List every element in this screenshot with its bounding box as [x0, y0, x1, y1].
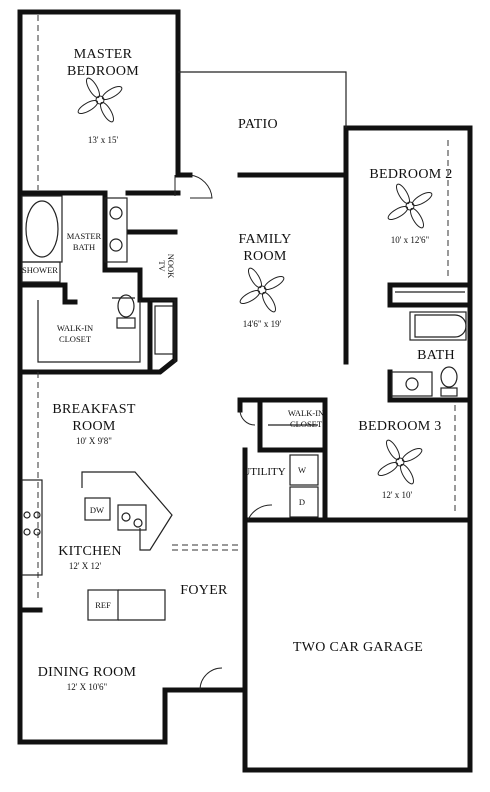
ceiling-fan-icon [377, 439, 423, 485]
refrigerator-label: REF [95, 600, 111, 610]
bedroom2-label: BEDROOM 2 [369, 167, 452, 182]
ceiling-fan-icon [239, 267, 285, 313]
breakfast-room-dims: 10' X 9'8" [76, 436, 112, 446]
family-room-label: FAMILY [238, 232, 291, 247]
dashed-lines [37, 15, 456, 600]
dishwasher-label: DW [90, 505, 104, 515]
ceiling-fan-icon [387, 183, 433, 229]
master-bath-label: BATH [73, 242, 95, 252]
walkin-closet-label: WALK-IN [288, 408, 324, 418]
bath-label: BATH [417, 348, 455, 363]
family-room-dims: 14'6" x 19' [243, 319, 282, 329]
patio-label: PATIO [238, 117, 278, 132]
utility-label: UTILITY [242, 466, 285, 478]
doors [174, 174, 273, 691]
room-labels: MASTER BEDROOM 13' x 15' PATIO BEDROOM 2… [22, 47, 455, 692]
walkin-closet-label: WALK-IN [57, 323, 93, 333]
walkin-closet-label: CLOSET [290, 419, 323, 429]
kitchen-dims: 12' X 12' [69, 561, 102, 571]
bedroom3-dims: 12' x 10' [382, 490, 413, 500]
master-bedroom-label: MASTER [74, 47, 133, 62]
fixtures [21, 195, 467, 621]
dining-room-label: DINING ROOM [38, 665, 137, 680]
washer-label: W [298, 465, 306, 475]
tv-nook-label: TV [157, 260, 167, 272]
master-bath-label: MASTER [67, 231, 102, 241]
shower-label: SHOWER [22, 265, 58, 275]
bedroom3-label: BEDROOM 3 [358, 419, 441, 434]
dining-room-dims: 12' X 10'6" [67, 682, 108, 692]
master-bedroom-label: BEDROOM [67, 64, 139, 79]
breakfast-room-label: BREAKFAST [52, 402, 135, 417]
bedroom2-dims: 10' x 12'6" [391, 235, 430, 245]
breakfast-room-label: ROOM [72, 419, 115, 434]
family-room-label: ROOM [243, 249, 286, 264]
dryer-label: D [299, 497, 305, 507]
kitchen-label: KITCHEN [58, 544, 122, 559]
garage-label: TWO CAR GARAGE [293, 640, 423, 655]
patio-area [178, 71, 347, 128]
walkin-closet-label: CLOSET [59, 334, 92, 344]
ceiling-fan-icon [77, 77, 123, 123]
tv-nook-label: NOOK [166, 254, 176, 279]
master-bedroom-dims: 13' x 15' [88, 135, 119, 145]
foyer-label: FOYER [180, 583, 228, 598]
